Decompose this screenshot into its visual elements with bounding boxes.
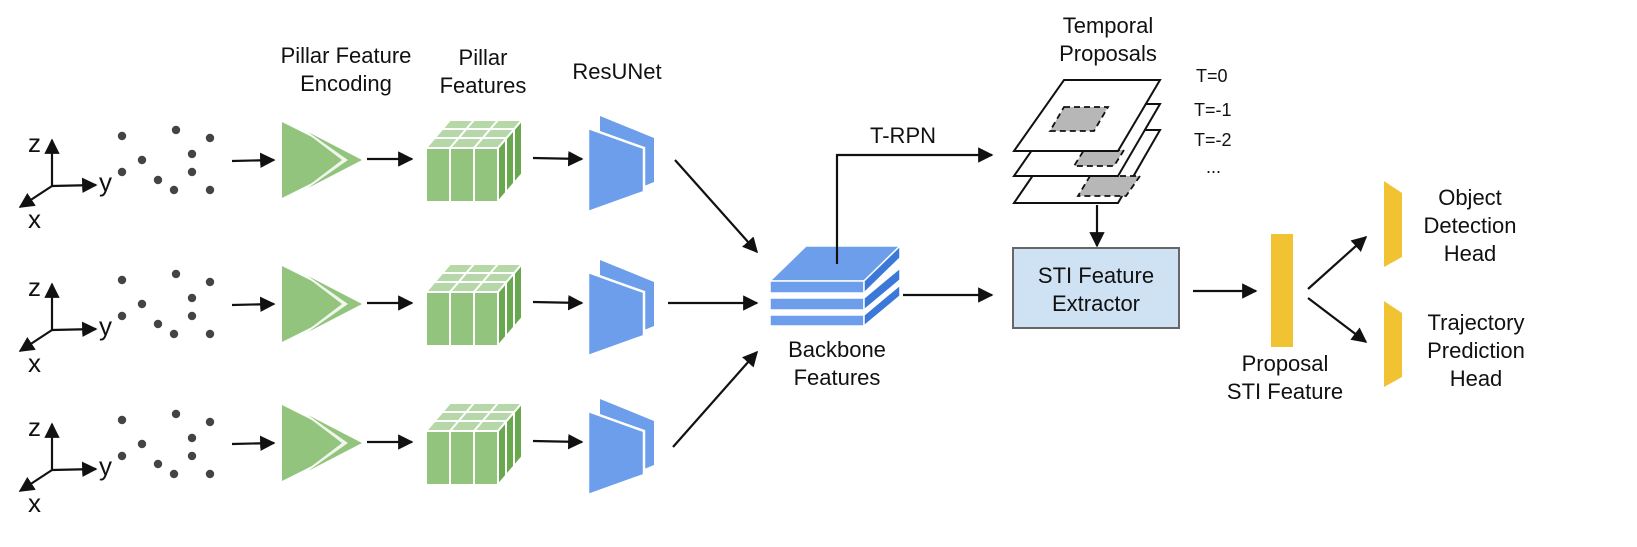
pillar-feature-encoding-label: Pillar Feature	[281, 43, 412, 68]
arrow	[1307, 235, 1368, 290]
arrow	[231, 296, 276, 313]
head-icon	[1384, 181, 1402, 267]
trajectory-prediction-head-label: Trajectory	[1428, 310, 1525, 335]
sti-feature-extractor-box	[1012, 247, 1180, 329]
pillar-features-label: Features	[440, 73, 527, 98]
time-step-label: T=-2	[1194, 130, 1232, 150]
arrow	[231, 152, 276, 169]
object-detection-head-label: Detection	[1424, 213, 1517, 238]
pillar-encoder-icon	[282, 266, 362, 342]
t-rpn-label: T-RPN	[870, 123, 936, 148]
point-cloud-icon	[117, 269, 215, 339]
arrow	[532, 151, 584, 167]
temporal-proposals-label: Proposals	[1059, 41, 1157, 66]
arrow	[1307, 297, 1368, 343]
pillar-encoder-icon	[282, 122, 362, 198]
feature-stack-icon	[768, 244, 902, 328]
arrow	[231, 435, 276, 452]
pillar-features-label: Pillar	[459, 45, 508, 70]
time-step-label: T=0	[1196, 66, 1228, 86]
axis-label-x: x	[28, 348, 41, 378]
axis-label-z: z	[28, 128, 41, 158]
object-detection-head-label: Object	[1438, 185, 1502, 210]
proposal-sti-feature-label: Proposal	[1242, 351, 1329, 376]
axis-label-x: x	[28, 204, 41, 234]
temporal-proposals-label: Temporal	[1063, 13, 1153, 38]
backbone-features-label: Backbone	[788, 337, 886, 362]
pillar-grid-icon	[425, 263, 523, 347]
axis-label-x: x	[28, 488, 41, 518]
axis-icon: z y x	[18, 412, 112, 518]
pillar-grid-icon	[425, 119, 523, 203]
backbone-features-label: Features	[794, 365, 881, 390]
point-cloud-icon	[117, 125, 215, 195]
time-step-label: ...	[1206, 157, 1221, 177]
pillar-feature-encoding-label: Encoding	[300, 71, 392, 96]
t-rpn-arrow	[835, 147, 994, 264]
sti-extractor-label: STI Feature	[1038, 263, 1154, 288]
resunet-icon	[586, 397, 656, 497]
arrow	[674, 159, 759, 254]
pillar-grid-icon	[425, 402, 523, 486]
resunet-icon	[586, 114, 656, 214]
arrow	[672, 350, 759, 448]
pillar-encoder-icon	[282, 405, 362, 481]
axis-label-y: y	[99, 311, 112, 341]
feature-bar-icon	[1271, 234, 1293, 347]
axis-label-y: y	[99, 167, 112, 197]
resunet-icon	[586, 258, 656, 358]
axis-label-z: z	[28, 272, 41, 302]
object-detection-head-label: Head	[1444, 241, 1497, 266]
sti-extractor-label: Extractor	[1052, 291, 1140, 316]
axis-icon: z y x	[18, 272, 112, 378]
proposal-planes-icon	[1012, 79, 1162, 204]
axis-label-z: z	[28, 412, 41, 442]
axis-label-y: y	[99, 451, 112, 481]
resunet-label: ResUNet	[572, 59, 661, 84]
proposal-sti-feature-label: STI Feature	[1227, 379, 1343, 404]
axis-icon: z y x	[18, 128, 112, 234]
trajectory-prediction-head-label: Prediction	[1427, 338, 1525, 363]
time-step-label: T=-1	[1194, 100, 1232, 120]
arrow	[532, 434, 584, 450]
arrow	[532, 295, 584, 311]
head-icon	[1384, 301, 1402, 387]
point-cloud-icon	[117, 409, 215, 479]
trajectory-prediction-head-label: Head	[1450, 366, 1503, 391]
